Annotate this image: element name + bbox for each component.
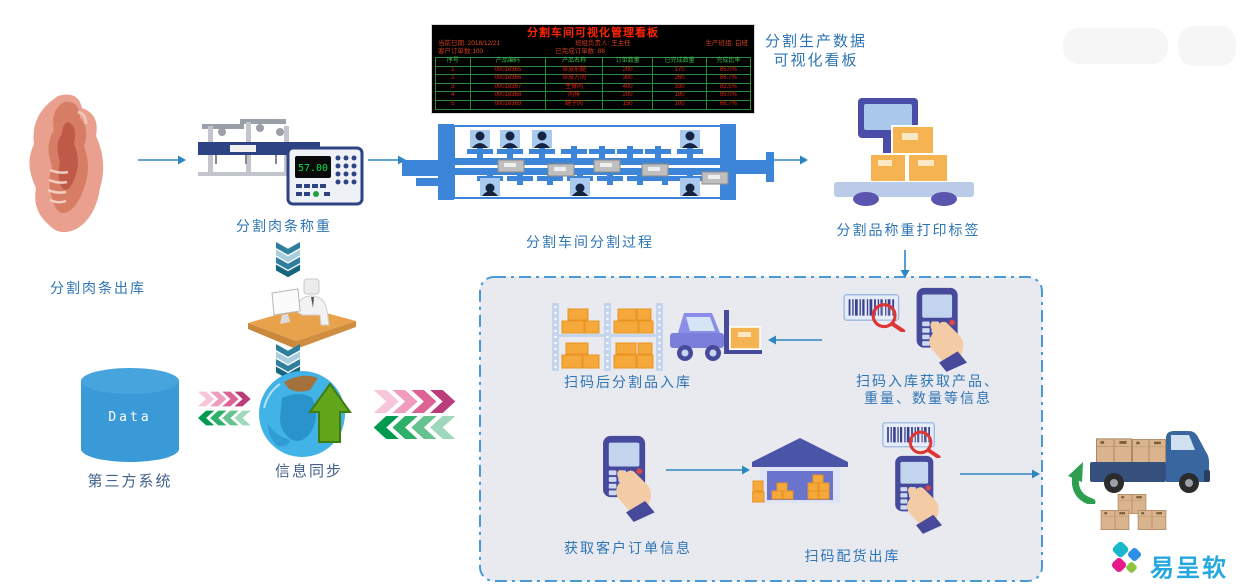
label-get-order: 获取客户订单信息 xyxy=(564,542,692,557)
dashboard-cell: 100 xyxy=(652,99,707,110)
dashboard-info-item: 客户订单数:100 xyxy=(438,48,484,55)
dashboard-cell: 300 xyxy=(601,74,654,84)
dashboard-cell: 带皮前腿 xyxy=(545,65,603,76)
arrow-conveyor-to-scale xyxy=(774,155,808,165)
dashboard-cell: 生脊肉 xyxy=(545,82,603,93)
dashboard-panel: 分割车间可视化管理看板 当前日期: 2018/12/21 班组负责人: 王主任 … xyxy=(431,24,755,114)
dashboard-title: 分割车间可视化管理看板 xyxy=(527,27,659,39)
dashboard-cell: 2 xyxy=(435,74,471,84)
arrow-outbound-to-truck xyxy=(960,469,1040,479)
dashboard-cell: 260 xyxy=(652,74,707,84)
dashboard-cell: 85.0% xyxy=(705,65,752,76)
dashboard-info-item: 已完成订单数: 88 xyxy=(555,48,605,55)
dashboard-table-header-row: 序号产品编码产品名称订单数量已完成数量完成比率 xyxy=(435,57,752,67)
watermark-blob xyxy=(1178,26,1236,66)
dashboard-cell: 330 xyxy=(652,82,707,93)
green-chevrons-left-icon xyxy=(373,416,456,439)
arrow-meat-to-weigher xyxy=(138,155,186,165)
dashboard-caption-line2: 可视化看板 xyxy=(773,53,859,69)
arrow-scan-to-rack xyxy=(768,335,822,345)
company-logo-icon xyxy=(1111,542,1142,573)
dashboard-cell: 170 xyxy=(652,65,707,76)
dashboard-cell: 腿子肉 xyxy=(545,99,603,110)
dashboard-cell: 95.0% xyxy=(705,91,752,101)
chevron-down-stack-icon xyxy=(276,242,300,278)
dashboard-col-header: 已完成数量 xyxy=(652,57,707,67)
dashboard-cell: 150 xyxy=(601,99,654,110)
label-cutting-process: 分割车间分割过程 xyxy=(526,236,654,251)
label-strip-weighing: 分割肉条称重 xyxy=(236,220,332,235)
dashboard-cell: 00018367 xyxy=(469,82,547,93)
label-scan-outbound: 扫码配货出库 xyxy=(804,550,901,565)
dashboard-cell: 86.7% xyxy=(705,74,752,84)
arrow-scale-to-warehouse-box xyxy=(900,250,910,278)
arrow-weigher-to-conveyor xyxy=(368,155,406,165)
dashboard-cell: 5 xyxy=(435,99,471,110)
dashboard-cell: 200 xyxy=(601,91,654,101)
dashboard-cell: 00018368 xyxy=(469,91,547,101)
dashboard-cell: 66.7% xyxy=(705,99,752,110)
meat-carcass-illustration xyxy=(29,94,104,233)
label-meat-outbound: 分割肉条出库 xyxy=(50,282,146,297)
inbound-scanner-illustration xyxy=(843,287,967,372)
storage-rack-illustration xyxy=(552,303,663,371)
globe-sync-illustration xyxy=(259,371,352,457)
warehouse-illustration xyxy=(752,438,848,503)
label-rack-inbound: 扫码后分割品入库 xyxy=(564,376,692,391)
dashboard-col-header: 序号 xyxy=(435,57,471,67)
dashboard-col-header: 订单数量 xyxy=(601,57,654,67)
dashboard-cell: 3 xyxy=(435,82,471,93)
platform-scale-illustration xyxy=(834,98,974,206)
arrow-order-to-warehouse xyxy=(666,465,750,475)
dashboard-cell: 4 xyxy=(435,91,471,101)
database-cylinder-illustration: Data xyxy=(81,368,179,462)
dashboard-caption: 分割生产数据 可视化看板 xyxy=(760,33,872,71)
dashboard-caption-line1: 分割生产数据 xyxy=(764,34,867,50)
dashboard-info-item: 生产班组: 白班 xyxy=(705,40,748,47)
dashboard-cell: 1 xyxy=(435,65,471,76)
label-info-sync: 信息同步 xyxy=(274,464,343,480)
dashboard-info-item: 当前日期: 2018/12/21 xyxy=(438,40,501,47)
dashboard-cell: 肉排 xyxy=(545,91,603,101)
dashboard-col-header: 产品编码 xyxy=(469,57,547,67)
dashboard-cell: 00018369 xyxy=(469,99,547,110)
dashboard-cell: 400 xyxy=(601,82,654,93)
dashboard-cell: 00018365 xyxy=(469,65,547,76)
outbound-scanner-illustration xyxy=(882,420,942,534)
dashboard-cell: 200 xyxy=(601,65,654,76)
forklift-illustration xyxy=(670,310,762,361)
dashboard-info-item: 班组负责人: 王主任 xyxy=(574,40,631,47)
dashboard-cell: 带皮方肉 xyxy=(545,74,603,84)
label-scan-inbound: 扫码入库获取产品、 重量、数量等信息 xyxy=(856,375,1000,407)
green-curve-arrow-icon xyxy=(1068,462,1096,504)
label-scale-print: 分割品称重打印标签 xyxy=(836,224,981,239)
dashboard-cell: 82.5% xyxy=(705,82,752,93)
delivery-truck-illustration xyxy=(1090,431,1210,530)
pink-chevrons-right-icon xyxy=(373,390,456,413)
dashboard-cell: 190 xyxy=(652,91,707,101)
operator-desk-illustration xyxy=(248,278,356,349)
green-chevrons-left-icon xyxy=(198,410,251,426)
label-third-party: 第三方系统 xyxy=(87,474,173,490)
dashboard-info-row1: 当前日期: 2018/12/21 班组负责人: 王主任 生产班组: 白班 xyxy=(435,40,751,48)
conveyor-illustration xyxy=(402,124,774,200)
weigher-display-value: 57.00 xyxy=(298,163,328,174)
watermark-blob xyxy=(1063,28,1168,64)
order-handheld-illustration xyxy=(603,435,655,522)
pink-chevrons-right-icon xyxy=(198,391,251,407)
dashboard-col-header: 完成比率 xyxy=(705,57,752,67)
company-logo-text: 易呈软件 xyxy=(1150,555,1228,582)
dashboard-cell: 00018366 xyxy=(469,74,547,84)
dashboard-info-row2: 客户订单数:100 已完成订单数: 88 xyxy=(435,48,751,56)
database-data-text: Data xyxy=(108,410,151,425)
rail-weigher-illustration: 57.00 xyxy=(198,119,364,206)
dashboard-col-header: 产品名称 xyxy=(545,57,603,67)
